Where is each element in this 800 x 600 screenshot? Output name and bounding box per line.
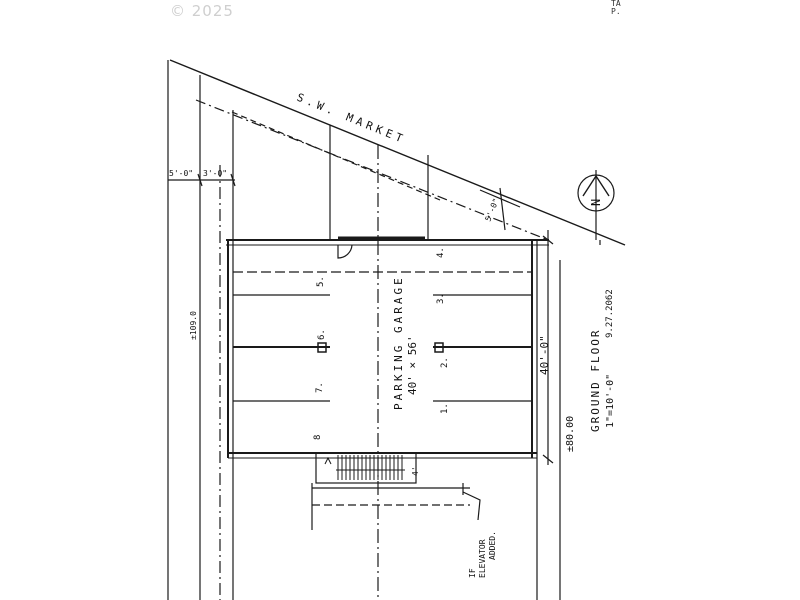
width-label: ±80.00 bbox=[565, 416, 576, 452]
stall-number: 4. bbox=[436, 247, 446, 258]
offset-marker bbox=[479, 187, 521, 231]
setback-dimensions bbox=[168, 173, 236, 187]
corner-text-1: TA bbox=[611, 0, 621, 8]
stall-number: 3. bbox=[436, 293, 446, 304]
elevator-note-3: ADDED. bbox=[488, 531, 497, 560]
street-label: S.W. MARKET bbox=[295, 91, 408, 147]
setback-label-2: 3'-0" bbox=[203, 169, 227, 178]
stall-number: 5. bbox=[316, 276, 326, 287]
stair-dim: 4' bbox=[411, 466, 420, 476]
stall-number: 7. bbox=[315, 382, 325, 393]
elevator-note-2: ELEVATOR bbox=[478, 539, 487, 578]
garage-outline bbox=[226, 239, 549, 459]
depth-label: ±109.0 bbox=[189, 311, 198, 340]
stall-number: 6. bbox=[317, 329, 327, 340]
floor-label: GROUND FLOOR bbox=[589, 329, 602, 432]
stall-lines bbox=[233, 271, 532, 402]
north-arrow-icon bbox=[577, 170, 615, 240]
scale-label: 1"=10'-0" bbox=[605, 374, 616, 428]
room-size: 40' × 56' bbox=[406, 335, 419, 395]
north-arrow-letter: N bbox=[589, 199, 603, 206]
offset-label-top: 5'-0" bbox=[484, 197, 501, 223]
stall-number: 8 bbox=[313, 435, 323, 440]
stair bbox=[315, 452, 417, 484]
copyright-watermark: © 2025 bbox=[170, 2, 234, 20]
elevator-note-1: IF bbox=[468, 568, 477, 578]
stall-number: 1. bbox=[440, 403, 450, 414]
setback-label-1: 5'-0" bbox=[169, 169, 193, 178]
entry-door bbox=[337, 236, 425, 259]
vertical-reference-lines bbox=[167, 60, 561, 600]
right-dimensions bbox=[542, 230, 601, 465]
date-label: 9.27.2062 bbox=[605, 289, 615, 338]
lower-dimensions bbox=[311, 483, 481, 530]
dimension-40: 40'-0" bbox=[538, 335, 551, 375]
room-label: PARKING GARAGE bbox=[392, 275, 405, 410]
street-lines bbox=[169, 59, 626, 246]
corner-text: TA P. bbox=[611, 0, 621, 16]
corner-text-2: P. bbox=[611, 7, 621, 16]
stall-number: 2. bbox=[440, 357, 450, 368]
